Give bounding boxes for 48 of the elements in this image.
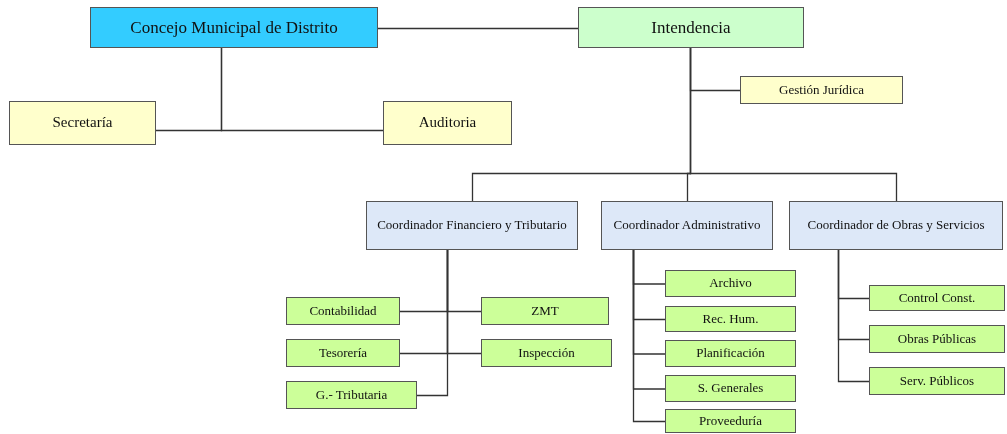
connector-line: [377, 27, 579, 30]
process-box: [665, 340, 796, 367]
node-label: Coordinador Administrativo: [613, 218, 761, 233]
node-label: Serv. Públicos: [899, 373, 975, 389]
process-box: [665, 306, 796, 332]
process-box: [665, 375, 796, 402]
node-label: Coordinador de Obras y Servicios: [807, 218, 985, 233]
node-label: Secretaría: [52, 114, 113, 132]
node-label: Archivo: [709, 276, 752, 291]
connector-line: [837, 249, 870, 383]
connector-line: [416, 249, 449, 397]
process-box: [366, 201, 578, 250]
process-box: [383, 101, 512, 145]
node-label: Gestión Jurídica: [779, 82, 864, 98]
process-box: [578, 7, 804, 48]
process-box: [665, 409, 796, 433]
process-box: [286, 339, 400, 367]
process-box: [481, 297, 609, 325]
process-box: [286, 381, 417, 409]
node-label: Contabilidad: [309, 303, 377, 319]
process-box: [869, 285, 1005, 311]
node-label: Obras Públicas: [897, 331, 977, 347]
process-box: [869, 325, 1005, 353]
node-label: Planificación: [696, 346, 765, 361]
node-label: Auditoria: [418, 114, 477, 132]
node-label: ZMT: [531, 303, 559, 319]
connector-line: [632, 249, 666, 423]
process-box: [90, 7, 378, 48]
node-label: Tesorería: [318, 345, 368, 361]
node-label: Inspección: [518, 345, 575, 361]
node-label: S. Generales: [697, 381, 764, 396]
connector-line: [220, 47, 384, 132]
process-box: [601, 201, 773, 250]
process-box: [286, 297, 400, 325]
node-label: Rec. Hum.: [702, 311, 759, 327]
node-label: G.- Tributaria: [315, 387, 388, 403]
process-box: [9, 101, 156, 145]
process-box: [740, 76, 903, 104]
process-box: [789, 201, 1003, 250]
node-label: Concejo Municipal de Distrito: [130, 17, 338, 38]
process-box: [481, 339, 612, 367]
node-label: Proveeduría: [699, 413, 762, 429]
node-label: Coordinador Financiero y Tributario: [377, 218, 567, 233]
connector-line: [689, 47, 898, 202]
node-label: Intendencia: [651, 17, 731, 38]
process-box: [665, 270, 796, 297]
node-label: Control Const.: [898, 290, 976, 306]
process-box: [869, 367, 1005, 395]
